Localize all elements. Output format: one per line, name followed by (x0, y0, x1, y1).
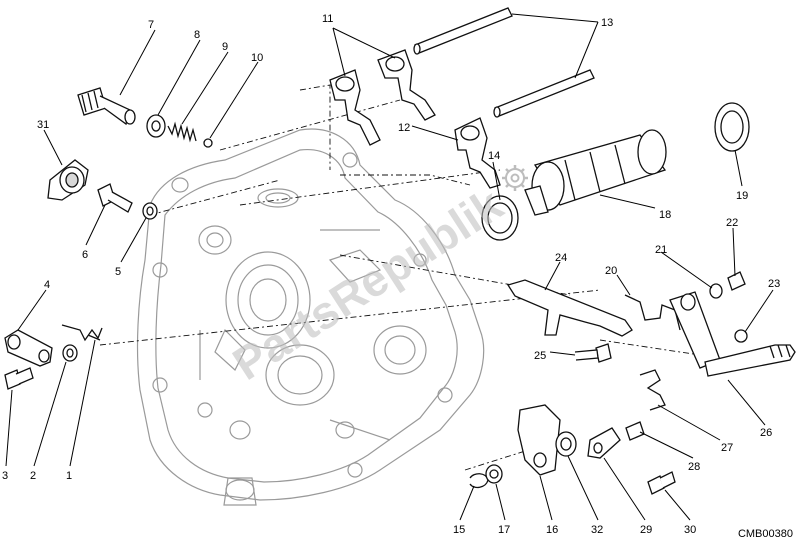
watermark-text: PartsRepublik (224, 178, 512, 390)
catalog-code: CMB00380 (737, 528, 793, 540)
part-28-screw (625, 421, 645, 441)
callout-23: 23 (768, 278, 780, 290)
callout-14: 14 (488, 150, 500, 162)
gear-icon (502, 165, 528, 191)
part-31-detent-lever (47, 159, 89, 201)
part-12-shift-fork (454, 117, 501, 189)
part-24-plate (506, 279, 633, 337)
part-10-ball (203, 138, 213, 148)
callout-31: 31 (37, 119, 49, 131)
part-18-selector-drum (524, 129, 667, 216)
part-2-washer (62, 344, 78, 362)
callout-18: 18 (659, 209, 671, 221)
part-4-lever (4, 329, 53, 367)
callout-25: 25 (534, 350, 546, 362)
part-32-washer (555, 431, 577, 457)
callout-30: 30 (684, 524, 696, 536)
callout-24: 24 (555, 252, 567, 264)
callout-8: 8 (194, 29, 200, 41)
part-11-shift-forks (329, 49, 436, 146)
callout-9: 9 (222, 41, 228, 53)
part-1-spring (61, 324, 103, 342)
callout-22: 22 (726, 217, 738, 229)
callout-13: 13 (601, 17, 613, 29)
part-19-seal (714, 102, 750, 152)
callout-21: 21 (655, 244, 667, 256)
callout-26: 26 (760, 427, 772, 439)
watermark: PartsRepublik (224, 178, 512, 390)
part-16-selector-plate (517, 404, 561, 476)
callout-28: 28 (688, 461, 700, 473)
part-14-ring (481, 195, 519, 241)
part-21-washer (709, 283, 723, 299)
callout-27: 27 (721, 442, 733, 454)
part-22-clip (727, 271, 746, 291)
part-29-lever (587, 427, 621, 459)
part-13-fork-shafts (413, 7, 595, 118)
part-5-washer (142, 202, 158, 220)
part-17-washer (485, 464, 503, 484)
callout-15: 15 (453, 524, 465, 536)
callout-1: 1 (66, 470, 72, 482)
callout-20: 20 (605, 265, 617, 277)
part-3-bolt (4, 367, 34, 390)
callout-17: 17 (498, 524, 510, 536)
part-26-shift-shaft (669, 291, 796, 377)
callout-19: 19 (736, 190, 748, 202)
callout-11: 11 (322, 13, 333, 25)
callout-29: 29 (640, 524, 652, 536)
assembly-axes (99, 84, 701, 471)
part-7-plug (77, 87, 136, 126)
callout-3: 3 (2, 470, 8, 482)
callout-10: 10 (251, 52, 263, 64)
leader-lines (5, 13, 774, 521)
part-23-nut (734, 329, 748, 343)
callout-5: 5 (115, 266, 121, 278)
callout-4: 4 (44, 279, 50, 291)
callout-12: 12 (398, 122, 410, 134)
callout-16: 16 (546, 524, 558, 536)
part-8-washer (146, 114, 166, 138)
callout-32: 32 (591, 524, 603, 536)
part-30-bolt (647, 471, 676, 495)
part-9-spring (167, 121, 197, 143)
callout-6: 6 (82, 249, 88, 261)
callout-7: 7 (148, 19, 154, 31)
part-6-bolt (97, 183, 133, 213)
part-15-circlip (469, 473, 489, 489)
callout-2: 2 (30, 470, 36, 482)
callout-labels: 1 2 3 4 5 6 7 8 9 10 11 12 13 14 15 16 1… (2, 13, 780, 536)
crankcase-half (136, 128, 485, 506)
part-27-spring (639, 369, 666, 411)
part-25-screw (574, 343, 612, 363)
